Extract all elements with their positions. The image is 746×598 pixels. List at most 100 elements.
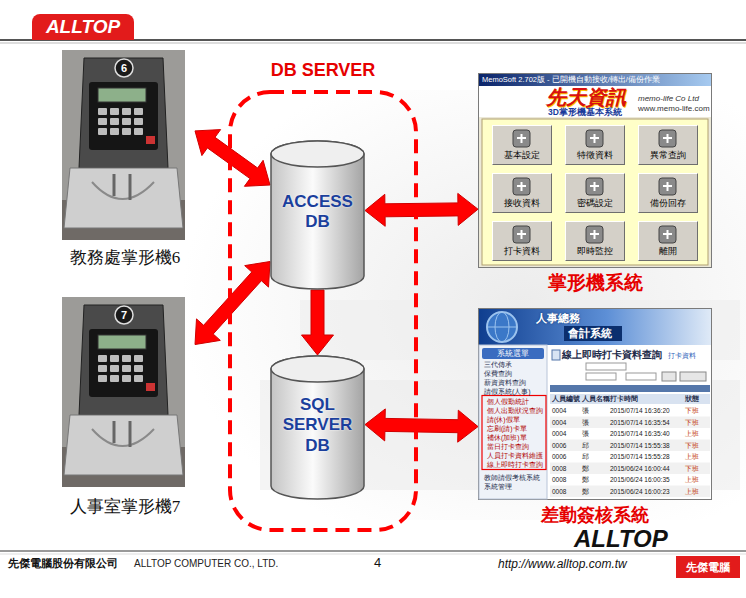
menu-item: 人員打卡資料維護: [487, 451, 543, 460]
web-window: 人事總務會計系統系統選單三代傳承保費查詢薪資資料查詢請假系統(人事)個人假勤統計…: [478, 308, 712, 536]
device-caption: 人事室掌形機7: [55, 497, 195, 517]
table-cell: 0004: [552, 418, 580, 427]
table-cell: 上班: [685, 452, 709, 461]
table-cell: 鄭: [582, 464, 609, 473]
block-arrow: [365, 409, 478, 442]
device-caption: 教務處掌形機6: [55, 248, 195, 268]
hand-reader: 人事室掌形機7: [55, 295, 195, 520]
table-header: 人員名稱: [582, 395, 609, 403]
table-cell: 0008: [552, 464, 580, 473]
table-cell: 0006: [552, 452, 580, 461]
menu-button: 異常查詢: [638, 125, 698, 165]
button-label: 接收資料: [493, 199, 550, 209]
menu-item: 系統管理: [484, 482, 512, 491]
button-label: 基本設定: [493, 151, 550, 161]
table-cell: 下班: [685, 418, 709, 427]
menu-item: 薪資資料查詢: [484, 378, 526, 387]
table-header: 狀態: [685, 395, 709, 403]
table-cell: 鄭: [582, 487, 609, 496]
table-header: 打卡時間: [610, 395, 683, 403]
button-label: 離開: [639, 247, 696, 257]
menu-item: 線上即時打卡查詢: [487, 460, 543, 469]
button-label: 異常查詢: [639, 151, 696, 161]
table-cell: 0008: [552, 475, 580, 484]
table-cell: 0004: [552, 406, 580, 415]
system-name: 3D掌形機基本系統: [548, 107, 622, 117]
table-cell: 0004: [552, 429, 580, 438]
machine-number: 7: [114, 307, 134, 323]
menu-button: 即時監控: [565, 221, 625, 261]
system-caption: 掌形機系統: [478, 272, 712, 294]
menu-item: 保費查詢: [484, 369, 512, 378]
company-url: www.memo-life.com: [638, 104, 710, 113]
page-title: 線上即時打卡資料查詢: [562, 349, 662, 361]
banner-text: 會計系統: [568, 327, 612, 340]
menu-button: 打卡資料: [492, 221, 552, 261]
table-cell: 2015/07/14 15:55:38: [610, 441, 683, 450]
table-cell: 2015/07/14 16:35:40: [610, 429, 683, 438]
table-cell: 0008: [552, 487, 580, 496]
table-cell: 鄭: [582, 475, 609, 484]
menu-item: 當日打卡查詢: [487, 442, 529, 451]
server-region: DB SERVER ACCESS DB SQL SERVER DB: [228, 58, 418, 533]
menu-button: 接收資料: [492, 173, 552, 213]
button-label: 特徵資料: [566, 151, 623, 161]
database-cylinder: SQL SERVER DB: [270, 355, 365, 500]
hand-reader-photo: [62, 297, 185, 487]
db-name: ACCESS DB: [275, 192, 360, 233]
hand-reader-photo: [62, 50, 185, 240]
table-header: 人員編號: [552, 395, 580, 403]
table-cell: 2015/06/24 16:00:44: [610, 464, 683, 473]
block-arrow: [195, 130, 270, 187]
table-cell: 0006: [552, 441, 580, 450]
menu-item: 忘刷(請)卡單: [487, 424, 527, 433]
software-window: MemoSoft 2.702版 - 已開機自動接收/轉出/備份作業先天資訊3D掌…: [478, 73, 712, 300]
button-label: 打卡資料: [493, 247, 550, 257]
table-cell: 下班: [685, 441, 709, 450]
faded-photo: [180, 90, 746, 520]
footer-logo: ALLTOP: [574, 527, 668, 551]
menu-button: 特徵資料: [565, 125, 625, 165]
button-label: 即時監控: [566, 247, 623, 257]
menu-item: 請假系統(人事): [484, 387, 531, 396]
hand-reader: 教務處掌形機6: [55, 48, 195, 272]
table-cell: 下班: [685, 406, 709, 415]
menu-button: 離開: [638, 221, 698, 261]
footer-rule: [0, 554, 746, 555]
table-cell: 2015/06/24 16:00:35: [610, 475, 683, 484]
header-rule: [0, 43, 746, 44]
menu-item: 個人出勤狀況查詢: [487, 406, 543, 415]
table-cell: 下班: [685, 464, 709, 473]
table-cell: 邱: [582, 441, 609, 450]
table-cell: 張: [582, 418, 609, 427]
page-tag: 打卡資料: [668, 352, 696, 360]
company-name: memo-life Co Ltd: [638, 94, 699, 103]
logo-tab: ALLTOP: [32, 14, 134, 40]
window-title: MemoSoft 2.702版 - 已開機自動接收/轉出/備份作業: [482, 75, 660, 85]
table-cell: 2015/07/14 15:55:28: [610, 452, 683, 461]
menu-item: 補休(加班)單: [487, 433, 527, 442]
table-cell: 邱: [582, 452, 609, 461]
menu-item: 請(休)假單: [487, 415, 520, 424]
menu-button: 備份回存: [638, 173, 698, 213]
logo-badge: 先傑電腦: [676, 556, 740, 578]
database-cylinder: ACCESS DB: [270, 140, 365, 290]
system-caption: 差勤簽核系統: [478, 505, 712, 526]
button-label: 密碼設定: [566, 199, 623, 209]
menu-button: 基本設定: [492, 125, 552, 165]
menu-item: 個人假勤統計: [487, 397, 529, 406]
website-url: http://www.alltop.com.tw: [498, 558, 627, 572]
banner-text: 人事總務: [536, 312, 580, 325]
table-cell: 2015/07/14 16:35:54: [610, 418, 683, 427]
page-number: 4: [374, 556, 381, 571]
menu-item: 三代傳承: [484, 360, 512, 369]
region-title: DB SERVER: [228, 60, 418, 81]
machine-number: 6: [114, 60, 134, 76]
table-cell: 張: [582, 429, 609, 438]
table-cell: 2015/06/24 16:00:23: [610, 487, 683, 496]
company-name: 先傑電腦股份有限公司: [8, 557, 118, 570]
button-label: 備份回存: [639, 199, 696, 209]
block-arrow: [365, 193, 478, 226]
db-name: SQL SERVER DB: [275, 395, 360, 456]
